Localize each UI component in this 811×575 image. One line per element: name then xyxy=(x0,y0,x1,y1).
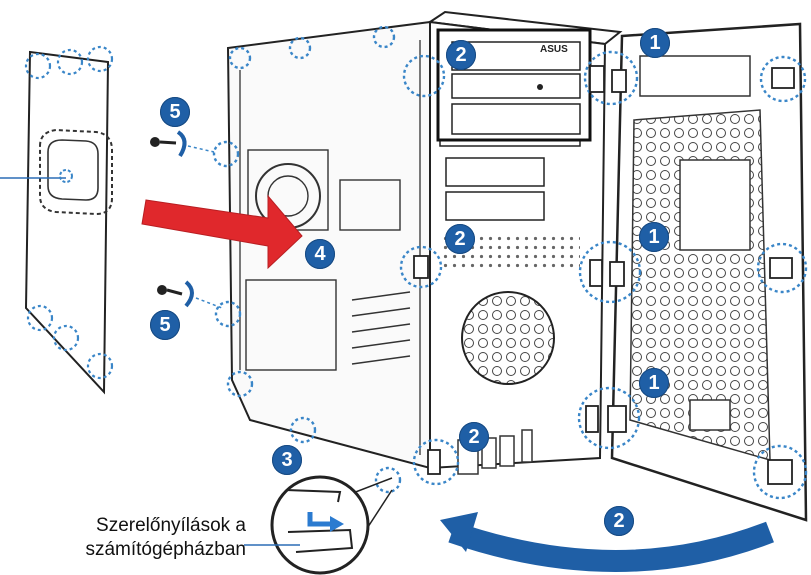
rear-fan-grille xyxy=(461,291,555,385)
panel-vent xyxy=(47,139,99,201)
step-badge-2-middle: 2 xyxy=(445,224,475,254)
step-badge-2-lower: 2 xyxy=(459,422,489,452)
step-badge-2-arrow: 2 xyxy=(604,506,634,536)
mounting-holes-caption: Szerelőnyílások a számítógépházban xyxy=(20,514,246,562)
step-badge-1-middle: 1 xyxy=(639,222,669,252)
side-panel xyxy=(0,50,113,395)
caption-line-1: Szerelőnyílások a xyxy=(96,515,246,536)
step-badge-3: 3 xyxy=(272,445,302,475)
install-direction-arrow xyxy=(141,194,303,270)
step-badge-1-bottom: 1 xyxy=(639,368,669,398)
front-panel-io xyxy=(457,429,533,475)
bezel-swing-arrowhead xyxy=(440,512,478,552)
bezel-swing-arrow xyxy=(448,521,774,572)
bezel-clips xyxy=(413,65,795,485)
tab-callouts xyxy=(212,25,808,500)
thumb-screw-bottom xyxy=(157,280,223,309)
side-panel-hook-callouts xyxy=(24,45,114,380)
step-badge-5-top: 5 xyxy=(160,97,190,127)
drive-logo: ASUS xyxy=(540,44,568,55)
mounting-hole-inset xyxy=(244,475,393,575)
step-badge-5-bottom: 5 xyxy=(150,310,180,340)
caption-line-2: számítógépházban xyxy=(85,539,246,560)
step-badge-4: 4 xyxy=(305,239,335,269)
step-badge-1-top: 1 xyxy=(640,28,670,58)
step-badge-2-top: 2 xyxy=(446,40,476,70)
thumb-screw-top xyxy=(150,130,215,158)
